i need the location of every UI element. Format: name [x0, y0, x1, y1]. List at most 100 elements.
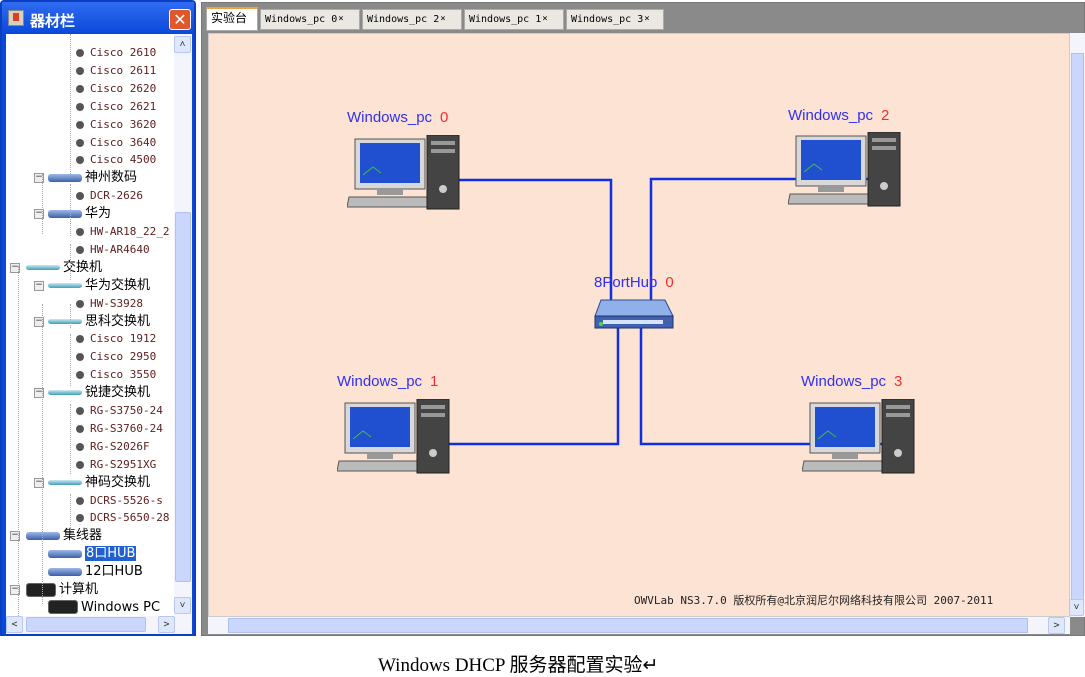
- tab-windows-pc[interactable]: Windows_pc 1×: [464, 9, 564, 30]
- hub-icon: [26, 531, 60, 540]
- tree-vertical-scrollbar[interactable]: ˄ ˅: [174, 34, 192, 616]
- scroll-up-icon[interactable]: ˄: [174, 36, 191, 53]
- tree-item[interactable]: RG-S3760-24: [76, 420, 163, 438]
- tab-workbench[interactable]: 实验台: [206, 7, 258, 31]
- collapse-icon[interactable]: −: [34, 172, 44, 184]
- tree-item-label: 神州数码: [85, 170, 138, 186]
- close-tab-icon[interactable]: ×: [542, 14, 548, 24]
- pc-icon-pc3[interactable]: [801, 398, 917, 481]
- tree-item[interactable]: HW-AR4640: [76, 241, 150, 259]
- pc-icon-pc2[interactable]: [787, 131, 903, 214]
- collapse-icon[interactable]: −: [34, 208, 44, 220]
- tab-label: Windows_pc 1: [469, 14, 542, 25]
- tree-item[interactable]: Windows PC: [48, 599, 160, 616]
- close-tab-icon[interactable]: ×: [440, 14, 446, 24]
- link-pc1-hub: [446, 327, 620, 446]
- tab-windows-pc[interactable]: Windows_pc 2×: [362, 9, 462, 30]
- hub-icon[interactable]: [593, 298, 675, 334]
- tree-item[interactable]: RG-S2951XG: [76, 456, 156, 474]
- bullet-icon: [76, 371, 84, 380]
- tree-item[interactable]: Cisco 2610: [76, 44, 156, 62]
- tree-item[interactable]: DCRS-5650-28: [76, 509, 169, 527]
- scroll-left-icon[interactable]: <: [6, 616, 23, 633]
- tab-label: 实验台: [211, 11, 248, 25]
- close-tab-icon[interactable]: ×: [644, 14, 650, 24]
- tree-item[interactable]: DCRS-5526-s: [76, 492, 163, 510]
- tab-windows-pc[interactable]: Windows_pc 3×: [566, 9, 664, 30]
- scrollbar-thumb[interactable]: [228, 618, 1028, 633]
- tree-item[interactable]: Cisco 2621: [76, 98, 156, 116]
- tab-label: Windows_pc 2: [367, 14, 440, 25]
- pc-icon-pc1[interactable]: [336, 398, 452, 481]
- scroll-down-icon[interactable]: ˅: [1069, 599, 1084, 616]
- canvas-horizontal-scrollbar[interactable]: >: [208, 617, 1070, 634]
- collapse-icon[interactable]: −: [34, 279, 44, 291]
- tree-guide-line: [70, 184, 71, 236]
- tree-item[interactable]: −神码交换机: [34, 474, 150, 492]
- pc-icon-pc0[interactable]: [346, 134, 462, 217]
- device-number: 0: [440, 109, 449, 126]
- tree-item-label: RG-S3750-24: [90, 404, 163, 417]
- device-name: 8PortHub: [594, 274, 658, 291]
- collapse-icon[interactable]: −: [10, 584, 20, 595]
- tree-item[interactable]: − 计算机: [10, 581, 99, 599]
- tree-item[interactable]: 12口HUB: [48, 563, 143, 581]
- tab-windows-pc[interactable]: Windows_pc 0×: [260, 9, 360, 30]
- close-button[interactable]: ✕: [169, 9, 191, 30]
- tree-item[interactable]: DCR-2626: [76, 187, 143, 205]
- canvas-vertical-scrollbar[interactable]: ˅: [1069, 33, 1085, 617]
- tree-item-label: Cisco 4500: [90, 153, 157, 167]
- tree-item[interactable]: Cisco 2950: [76, 348, 156, 366]
- tree-item[interactable]: −锐捷交换机: [34, 384, 150, 402]
- scroll-down-icon[interactable]: ˅: [174, 597, 191, 614]
- tree-item[interactable]: Cisco 1912: [76, 330, 156, 348]
- tree-item-label: RG-S3760-24: [90, 421, 163, 435]
- bullet-icon: [76, 192, 84, 201]
- panel-title: 器材栏: [2, 2, 194, 34]
- switch-icon: [48, 390, 82, 396]
- tree-item[interactable]: Cisco 2611: [76, 62, 156, 80]
- tree-item[interactable]: Cisco 4500: [76, 151, 156, 169]
- bullet-icon: [76, 496, 84, 505]
- tree-item-label: 8口HUB: [85, 546, 137, 562]
- tree-horizontal-scrollbar[interactable]: < >: [6, 616, 192, 634]
- tree-item[interactable]: RG-S2026F: [76, 438, 150, 456]
- tree-item[interactable]: Cisco 3620: [76, 116, 156, 134]
- tree-item[interactable]: Cisco 2620: [76, 80, 156, 98]
- scrollbar-thumb[interactable]: [1071, 53, 1084, 603]
- computer-icon: [26, 582, 56, 597]
- tree-item[interactable]: −交换机: [10, 259, 102, 277]
- tree-item-label: Cisco 2621: [90, 99, 157, 113]
- tree-item[interactable]: −思科交换机: [34, 313, 150, 331]
- close-tab-icon[interactable]: ×: [338, 14, 344, 24]
- tree-item-label: DCR-2626: [90, 189, 143, 203]
- scroll-right-icon[interactable]: >: [1048, 617, 1065, 634]
- tree-item[interactable]: RG-S3750-24: [76, 402, 163, 420]
- tree-item[interactable]: −集线器: [10, 527, 102, 545]
- tree-item[interactable]: − 神州数码: [34, 169, 138, 187]
- collapse-icon[interactable]: −: [34, 315, 44, 327]
- tree-item[interactable]: HW-S3928: [76, 295, 143, 313]
- tree-item[interactable]: 8口HUB: [48, 545, 137, 563]
- tree-item-label: 计算机: [59, 582, 99, 597]
- tree-item[interactable]: HW-AR18_22_2: [76, 223, 169, 241]
- collapse-icon[interactable]: −: [34, 387, 44, 399]
- tree-item[interactable]: −华为交换机: [34, 277, 150, 295]
- scrollbar-thumb[interactable]: [26, 617, 146, 632]
- tree-item[interactable]: −华为: [34, 205, 111, 223]
- collapse-icon[interactable]: −: [34, 476, 44, 488]
- scroll-right-icon[interactable]: >: [158, 616, 175, 633]
- scrollbar-thumb[interactable]: [175, 212, 191, 582]
- device-number: 1: [430, 373, 439, 390]
- collapse-icon[interactable]: −: [10, 530, 20, 542]
- tree-item-label: Cisco 2620: [90, 81, 157, 95]
- bullet-icon: [76, 514, 84, 523]
- tree-item[interactable]: Cisco 3550: [76, 366, 156, 384]
- collapse-icon[interactable]: −: [10, 261, 20, 273]
- tree-guide-line: [70, 34, 71, 174]
- tree-item[interactable]: Cisco 3640: [76, 134, 156, 152]
